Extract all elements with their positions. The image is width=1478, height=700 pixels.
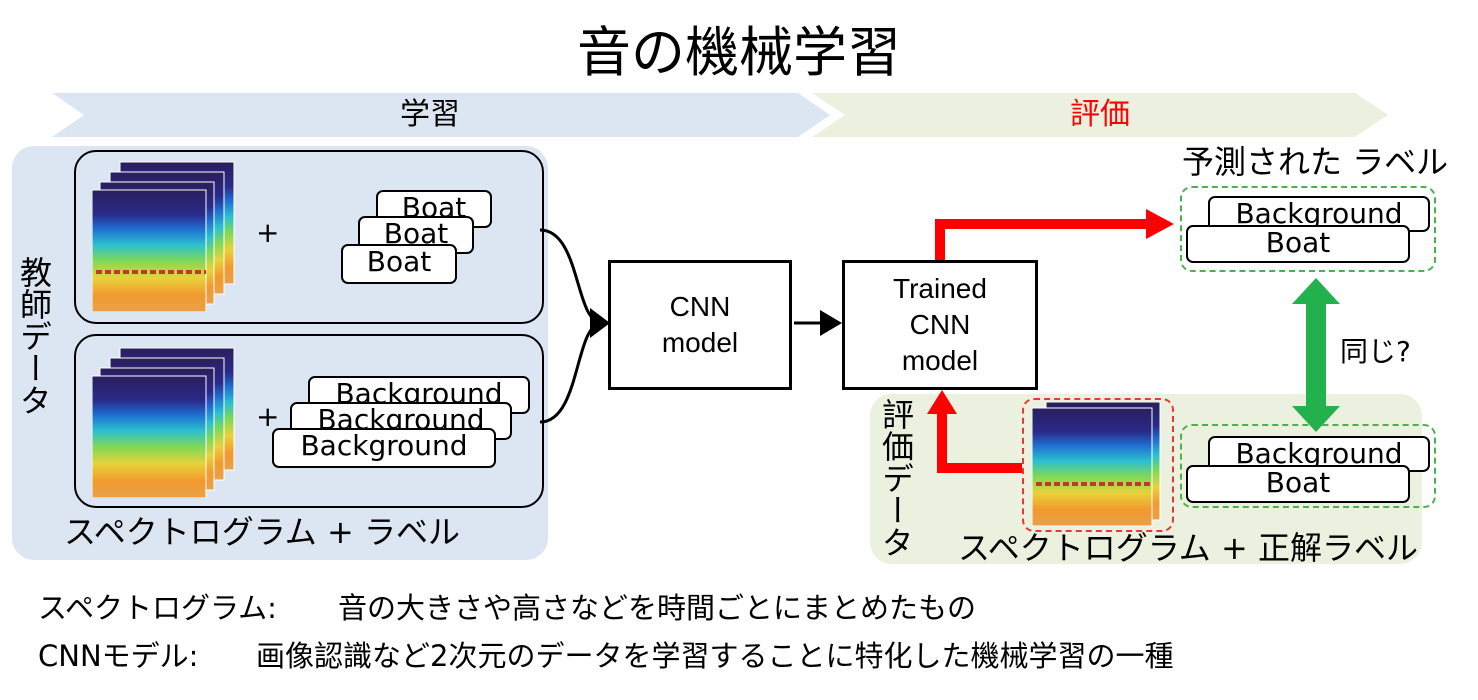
evaluation-spectrogram-frame [1022, 398, 1174, 532]
evaluation-phase-arrow [812, 93, 1388, 137]
plus-sign-upper: + [256, 216, 280, 249]
plus-sign-lower: + [256, 400, 280, 433]
cnn-model-line: model [661, 327, 739, 358]
evaluation-caption: スペクトログラム + 正解ラベル [958, 529, 1418, 567]
training-data-side-label: 教師データ [15, 256, 53, 416]
phase-arrows [52, 93, 1388, 137]
spectrogram-stack-background [92, 347, 235, 498]
cnn-model-box: CNN model [608, 260, 792, 390]
predicted-labels-heading: 予測された ラベル [1182, 143, 1449, 181]
evaluation-input-red-arrow [937, 410, 1022, 473]
predicted-labels-frame [1180, 186, 1436, 272]
upper-sample-connector [539, 228, 601, 324]
evaluation-data-side-label: 評価データ [877, 398, 915, 558]
trained-model-line: CNN [909, 309, 971, 340]
note-term: スペクトログラム: [38, 591, 277, 625]
note-text: 音の大きさや高さなどを時間ごとにまとめたもの [338, 591, 977, 625]
same-question-label: 同じ? [1340, 335, 1411, 368]
page-title: 音の機械学習 [577, 21, 901, 84]
training-sample-boat [74, 150, 544, 324]
label-card: Boat [1186, 465, 1410, 503]
comparison-green-arrowhead-down [1292, 406, 1340, 432]
label-card: Background [272, 428, 496, 468]
label-card: Boat [341, 244, 457, 284]
prediction-red-arrow [935, 219, 1150, 262]
evaluation-phase-label: 評価 [1070, 97, 1130, 132]
spectrogram-stack-boat [92, 161, 235, 312]
trained-cnn-model-box: Trained CNN model [842, 260, 1038, 390]
evaluation-spectrogram [1032, 402, 1161, 526]
note-term: CNNモデル: [38, 639, 199, 673]
prediction-red-arrowhead [1146, 209, 1174, 239]
note-cnn-model: CNNモデル: 画像認識など2次元のデータを学習することに特化した機械学習の一種 [38, 638, 1173, 674]
merge-arrowhead [590, 308, 610, 338]
cnn-to-trained-arrowhead [820, 310, 842, 336]
training-caption: スペクトログラム + ラベル [64, 513, 460, 551]
note-spectrogram: スペクトログラム: 音の大きさや高さなどを時間ごとにまとめたもの [38, 590, 976, 626]
label-card: Boat [1186, 225, 1410, 263]
evaluation-input-red-arrowhead [927, 390, 957, 414]
comparison-green-arrow-shaft [1306, 300, 1326, 410]
cnn-model-line: CNN [669, 291, 731, 322]
comparison-green-arrowhead-up [1292, 278, 1340, 304]
trained-model-line: model [901, 345, 979, 376]
note-text: 画像認識など2次元のデータを学習することに特化した機械学習の一種 [256, 639, 1174, 673]
learning-phase-label: 学習 [400, 97, 460, 132]
lower-sample-connector [539, 322, 601, 424]
trained-model-line: Trained [893, 273, 987, 304]
learning-phase-arrow [52, 93, 830, 137]
ground-truth-labels-frame [1180, 424, 1436, 508]
